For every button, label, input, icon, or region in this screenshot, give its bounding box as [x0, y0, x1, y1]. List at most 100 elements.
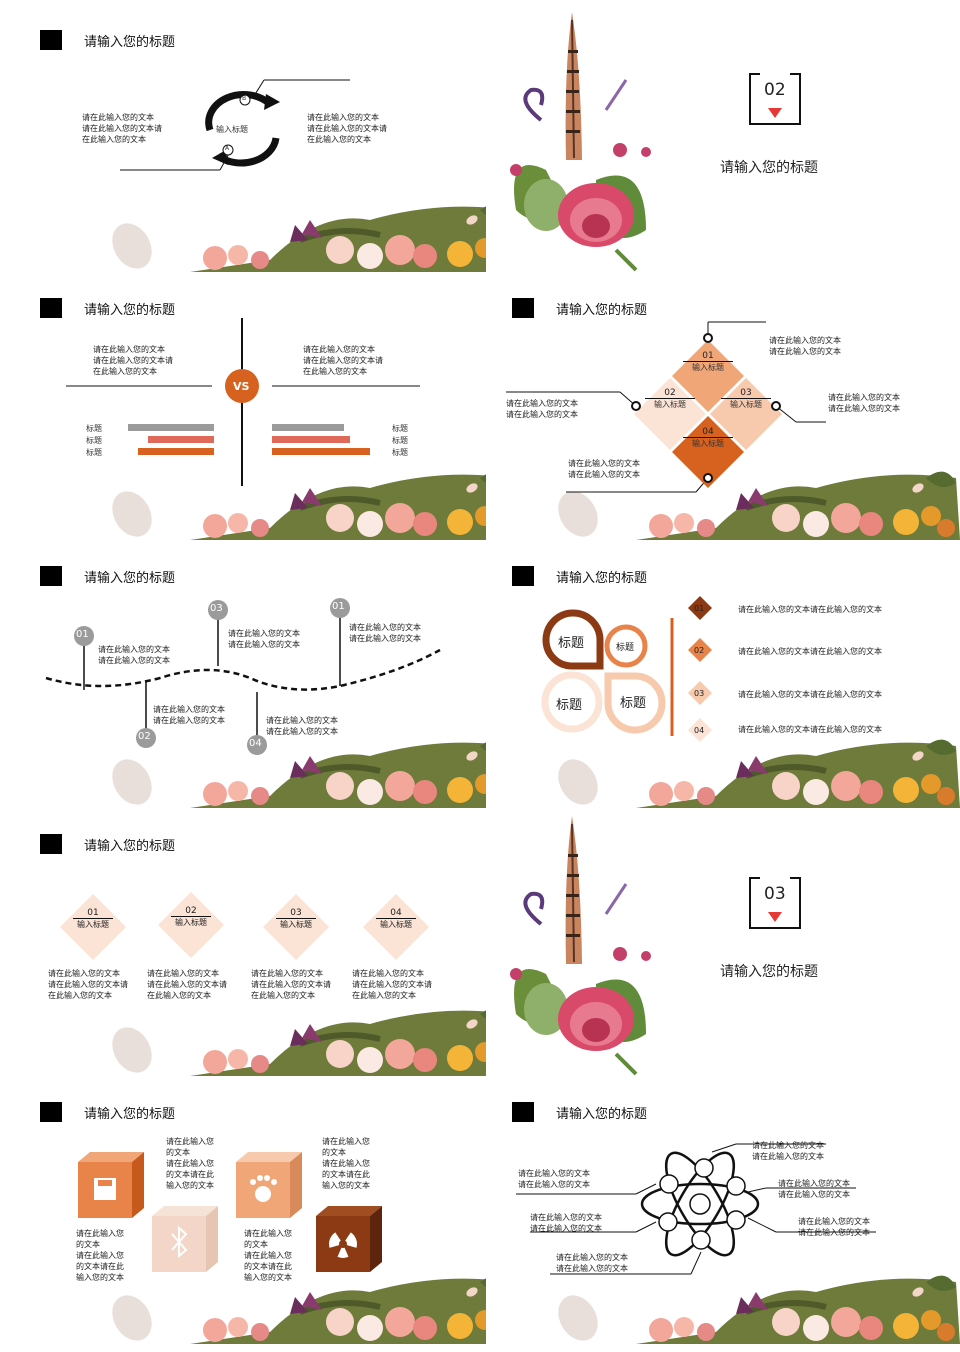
- bar-label: 标题: [392, 436, 408, 445]
- section-03-slide: 03 请输入您的标题: [486, 814, 960, 1076]
- step-label: 输入标题: [280, 920, 312, 929]
- text-top: 请在此输入您的文本 请在此输入您的文本: [769, 336, 841, 356]
- slide-title: 请输入您的标题: [556, 571, 648, 586]
- item-number: 03: [721, 388, 771, 399]
- slide-title: 请输入您的标题: [84, 839, 176, 854]
- slide-timeline: 请输入您的标题 01 02 03 04 01 请在此输入您的文本 请在此输入您的…: [40, 546, 514, 808]
- slide-title: 请输入您的标题: [84, 303, 176, 318]
- list-text: 请在此输入您的文本请在此输入您的文本: [738, 690, 882, 699]
- title-marker: [40, 566, 62, 586]
- step-text: 请在此输入您的文本 请在此输入您的文本请 在此输入您的文本: [251, 969, 331, 1000]
- section-frame: [749, 73, 801, 125]
- cube-text: 请在此输入您 的文本 请在此输入您 的文本请在此 输入您的文本: [322, 1137, 370, 1190]
- paw-icon: [236, 1152, 302, 1218]
- list-text: 请在此输入您的文本请在此输入您的文本: [738, 647, 882, 656]
- cube-text: 请在此输入您 的文本 请在此输入您 的文本请在此 输入您的文本: [244, 1229, 292, 1282]
- atom-text: 请在此输入您的文本 请在此输入您的文本: [798, 1217, 870, 1237]
- item-number: 01: [683, 351, 733, 362]
- section-number: 03: [764, 884, 786, 904]
- slide-title: 请输入您的标题: [84, 571, 176, 586]
- petal-label: 标题: [558, 636, 585, 651]
- list-number: 03: [694, 689, 705, 698]
- petal-label: 标题: [556, 698, 583, 713]
- left-text: 请在此输入您的文本 请在此输入您的文本请 在此输入您的文本: [93, 345, 173, 376]
- title-marker: [512, 298, 534, 318]
- title-marker: [512, 566, 534, 586]
- item-label: 输入标题: [654, 400, 686, 409]
- cycle-diagram: [120, 79, 350, 171]
- step-label: 输入标题: [77, 920, 109, 929]
- timeline-text: 请在此输入您的文本 请在此输入您的文本: [153, 705, 225, 725]
- step-number: 03: [276, 908, 316, 919]
- title-marker: [40, 30, 62, 50]
- atom-text: 请在此输入您的文本 请在此输入您的文本: [752, 1141, 824, 1161]
- cycle-label-b: B: [242, 95, 247, 102]
- bar-label: 标题: [392, 448, 408, 457]
- atom-text: 请在此输入您的文本 请在此输入您的文本: [530, 1213, 602, 1233]
- right-text: 请在此输入您的文本 请在此输入您的文本请 在此输入您的文本: [307, 113, 387, 144]
- step-number: 04: [376, 908, 416, 919]
- bluetooth-icon: [152, 1206, 218, 1272]
- cycle-label-a: A: [225, 145, 230, 152]
- timeline-node: 04: [249, 738, 262, 749]
- timeline-text: 请在此输入您的文本 请在此输入您的文本: [266, 716, 338, 736]
- bar-label: 标题: [86, 448, 102, 457]
- list-text: 请在此输入您的文本请在此输入您的文本: [738, 725, 882, 734]
- section-title: 请输入您的标题: [720, 964, 818, 980]
- item-number: 04: [683, 427, 733, 438]
- radiation-icon: [316, 1206, 382, 1272]
- diamond-diagram: [506, 321, 826, 493]
- section-frame: [749, 877, 801, 929]
- list-text: 请在此输入您的文本请在此输入您的文本: [738, 605, 882, 614]
- slide-atom: 请输入您的标题 请在此输入您的文本 请在此输入您的文本 请在此输入您的文本 请在…: [486, 1082, 960, 1344]
- section-number: 02: [764, 80, 786, 100]
- text-right: 请在此输入您的文本 请在此输入您的文本: [828, 393, 900, 413]
- cube-text: 请在此输入您 的文本 请在此输入您 的文本请在此 输入您的文本: [166, 1137, 214, 1190]
- slide-title: 请输入您的标题: [556, 1107, 648, 1122]
- slide-cubes: 请输入您的标题 请在此输入您 的文本 请在此输入您 的文本请在此 输入您的文本 …: [40, 1082, 514, 1344]
- bar-label: 标题: [392, 424, 408, 433]
- feather-bouquet: [510, 12, 651, 272]
- petal-label: 标题: [620, 696, 647, 711]
- list-number: 04: [694, 726, 705, 735]
- vs-diagram: [66, 318, 420, 486]
- section-02-slide: 02 请输入您的标题: [486, 10, 960, 272]
- step-label: 输入标题: [175, 918, 207, 927]
- petal-label: 标题: [616, 643, 635, 653]
- feather-bouquet: [510, 816, 651, 1076]
- cycle-center-label: 输入标题: [216, 125, 248, 134]
- slide-title: 请输入您的标题: [84, 35, 176, 50]
- left-text: 请在此输入您的文本 请在此输入您的文本请 在此输入您的文本: [82, 113, 162, 144]
- step-label: 输入标题: [380, 920, 412, 929]
- step-text: 请在此输入您的文本 请在此输入您的文本请 在此输入您的文本: [147, 969, 227, 1000]
- slide-vs: 请输入您的标题 VS 请在此输入您的文本 请在此输入您的文本请 在此输入您的文本…: [40, 278, 514, 540]
- right-text: 请在此输入您的文本 请在此输入您的文本请 在此输入您的文本: [303, 345, 383, 376]
- item-label: 输入标题: [730, 400, 762, 409]
- step-text: 请在此输入您的文本 请在此输入您的文本请 在此输入您的文本: [48, 969, 128, 1000]
- timeline-text: 请在此输入您的文本 请在此输入您的文本: [349, 623, 421, 643]
- section-title: 请输入您的标题: [720, 160, 818, 176]
- step-diamonds: [60, 892, 429, 960]
- title-marker: [40, 1102, 62, 1122]
- step-text: 请在此输入您的文本 请在此输入您的文本请 在此输入您的文本: [352, 969, 432, 1000]
- cube-text: 请在此输入您 的文本 请在此输入您 的文本请在此 输入您的文本: [76, 1229, 124, 1282]
- timeline-node: 02: [138, 731, 151, 742]
- bar-label: 标题: [86, 436, 102, 445]
- title-marker: [512, 1102, 534, 1122]
- cube-diagram: [78, 1152, 382, 1272]
- list-number: 02: [694, 646, 705, 655]
- timeline-node: 03: [210, 603, 223, 614]
- vs-label: VS: [233, 380, 250, 393]
- save-icon: [78, 1152, 144, 1218]
- text-bottom: 请在此输入您的文本 请在此输入您的文本: [568, 459, 640, 479]
